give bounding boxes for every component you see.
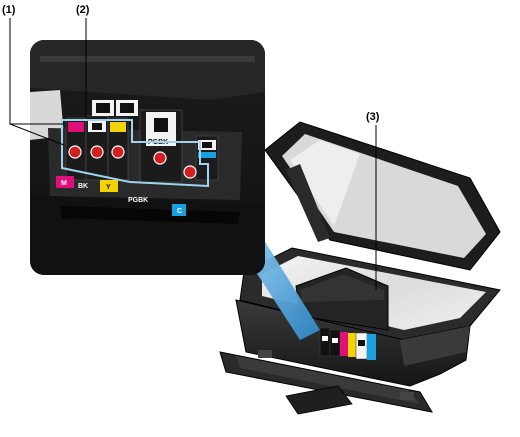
inset-slot [60,206,240,224]
tank-label-y: Y [106,184,111,191]
lid-reflection [290,140,360,226]
tank-label-c: C [177,208,182,215]
lamp-highlight-frame [61,119,209,188]
tank-label-pgbk: PGBK [128,197,148,204]
tank-label-m: M [61,180,67,187]
inset-lid-edge [40,56,255,62]
printer [219,121,501,415]
inset-paper-guide [30,90,64,140]
inset-lid [30,40,265,100]
callout-label-1: (1) [2,4,16,16]
tray-extension [285,385,353,415]
callout-lines [9,18,377,290]
output-tray-inner [236,356,420,404]
callout-label-3: (3) [366,111,380,123]
zoom-inset: M BK Y PGBK C PGBK [30,40,265,275]
control-panel [400,326,470,366]
ink-lamps [68,145,197,179]
tray-foot-right [400,392,414,400]
lid-adf-strip [286,164,330,242]
tray-foot-left [258,350,272,358]
callout-line-1b [9,123,65,146]
print-head-cover [300,274,384,302]
printer-ink-tanks [319,327,376,360]
tank-label-bk: BK [78,183,88,190]
callout-label-2: (2) [76,4,90,16]
